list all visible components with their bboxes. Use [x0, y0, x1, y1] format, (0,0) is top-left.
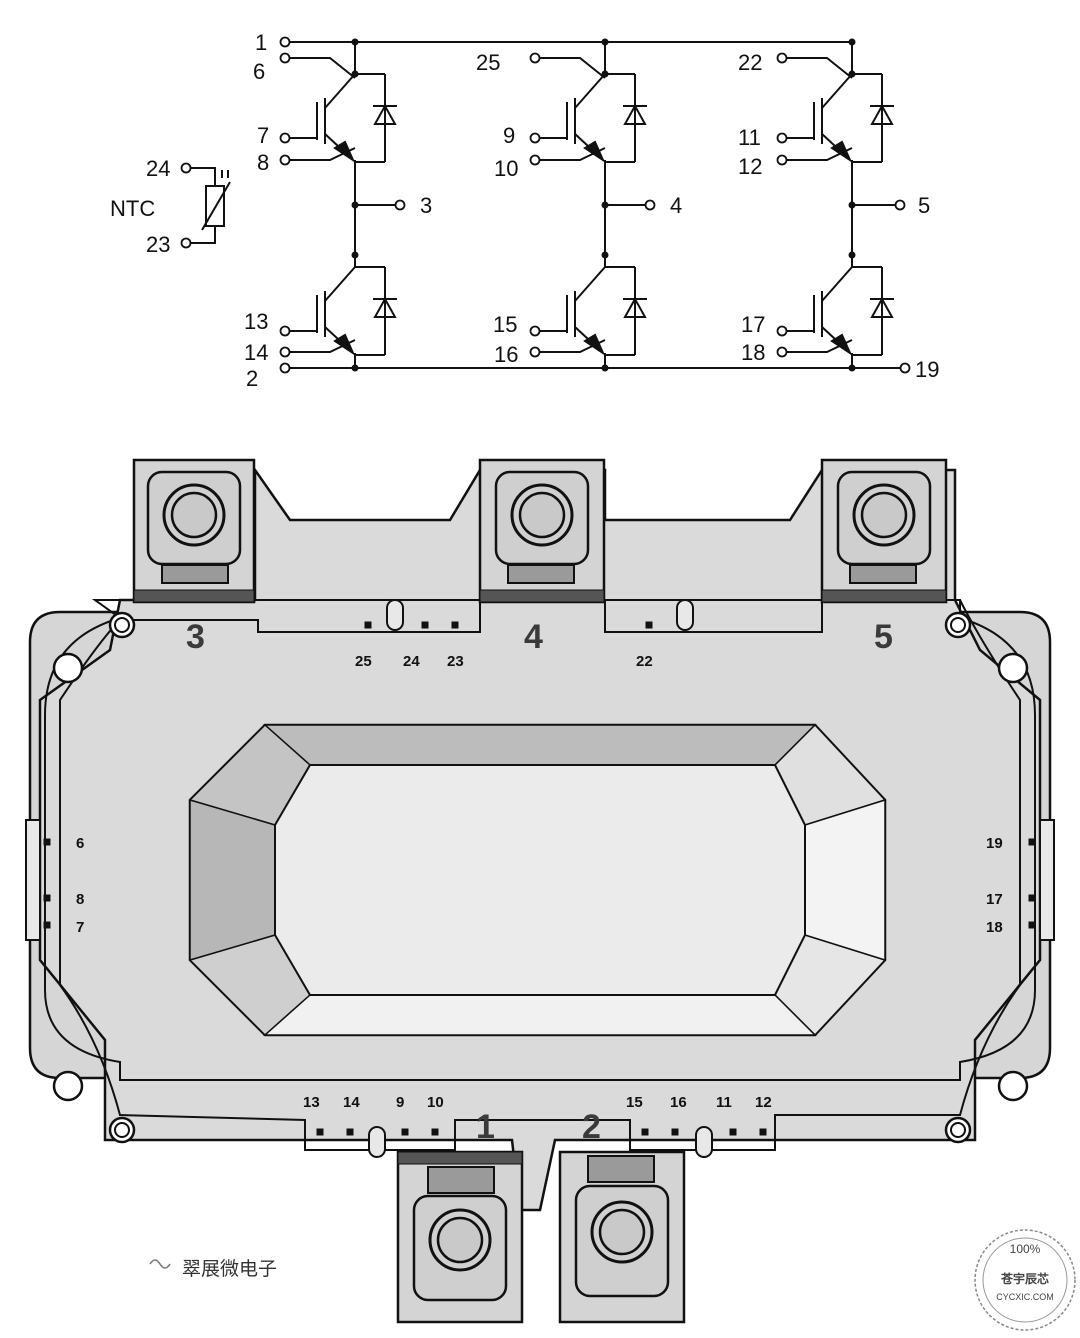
wechat-icon — [149, 1259, 171, 1269]
stamp-middle-text: 苍宇辰芯 — [1000, 1271, 1049, 1286]
pkg-pin-23: 23 — [447, 653, 464, 670]
mount-hole-top-right — [997, 652, 1029, 684]
stamp-top-text: 100% — [1010, 1242, 1041, 1256]
watermark: 翠展微电子 — [149, 1258, 277, 1280]
junction-dots — [351, 38, 856, 372]
sch-pin-17: 17 — [741, 312, 765, 337]
screw-hole-top-left — [108, 611, 136, 639]
pkg-pin-18: 18 — [986, 919, 1003, 936]
watermark-text: 翠展微电子 — [182, 1258, 277, 1280]
pkg-pin-22: 22 — [636, 653, 653, 670]
terminal-block-5 — [820, 458, 948, 604]
pkg-pin-10: 10 — [427, 1094, 444, 1111]
sch-pin-6: 6 — [253, 59, 265, 84]
schematic — [290, 41, 900, 369]
sch-pin-23: 23 — [146, 232, 170, 257]
pkg-pin-16: 16 — [670, 1094, 687, 1111]
sch-pin-9: 9 — [503, 123, 515, 148]
pkg-terminal-3-label: 3 — [186, 618, 205, 656]
igbt-high-side-3 — [813, 61, 895, 163]
screw-hole-top-right — [944, 611, 972, 639]
sch-pin-12: 12 — [738, 154, 762, 179]
mount-hole-top-left — [52, 652, 84, 684]
sch-pin-11: 11 — [738, 125, 761, 150]
mount-hole-bottom-left — [52, 1070, 84, 1102]
igbt-low-side-2 — [566, 254, 648, 356]
gate-leads — [290, 57, 853, 353]
pkg-terminal-2-label: 2 — [582, 1108, 601, 1146]
pkg-pin-14: 14 — [343, 1094, 360, 1111]
pkg-pin-11: 11 — [716, 1094, 732, 1111]
sch-pin-7: 7 — [257, 123, 269, 148]
terminal-block-2 — [558, 1150, 686, 1324]
sch-pin-18: 18 — [741, 340, 765, 365]
igbt-low-side-3 — [813, 254, 895, 356]
sch-pin-25: 25 — [476, 50, 500, 75]
terminal-circles — [180, 36, 911, 374]
pkg-terminal-4-label: 4 — [524, 618, 543, 656]
pkg-pin-24: 24 — [403, 653, 420, 670]
terminal-block-1 — [396, 1150, 524, 1324]
screw-hole-bottom-left — [108, 1116, 136, 1144]
sch-pin-16: 16 — [494, 342, 518, 367]
sch-pin-3: 3 — [420, 193, 432, 218]
left-pin-strip — [25, 819, 41, 941]
pkg-terminal-5-label: 5 — [874, 618, 893, 656]
sch-pin-8: 8 — [257, 150, 269, 175]
pkg-pin-6: 6 — [76, 835, 84, 852]
igbt-low-side-1 — [316, 254, 398, 356]
center-window — [188, 723, 887, 1037]
screw-hole-bottom-right — [944, 1116, 972, 1144]
pkg-pin-13: 13 — [303, 1094, 320, 1111]
schematic-labels: 1 6 7 8 13 14 2 3 25 9 10 15 16 4 22 11 … — [110, 30, 939, 391]
pkg-pin-17: 17 — [986, 891, 1003, 908]
sch-pin-4: 4 — [670, 193, 682, 218]
terminal-block-3 — [132, 458, 256, 604]
site-stamp: 100% 苍宇辰芯 CYCXIC.COM — [974, 1229, 1076, 1331]
sch-pin-22: 22 — [738, 50, 762, 75]
sch-pin-15: 15 — [493, 312, 517, 337]
module-package: 3 4 5 1 2 25 24 23 22 6 8 7 19 17 18 13 … — [25, 458, 1055, 1324]
sch-pin-1: 1 — [255, 30, 267, 55]
pkg-pin-19: 19 — [986, 835, 1003, 852]
stamp-bottom-text: CYCXIC.COM — [996, 1292, 1054, 1302]
ntc-label: NTC — [110, 196, 155, 221]
ntc-thermistor — [191, 167, 231, 244]
sch-pin-2: 2 — [246, 366, 258, 391]
pkg-pin-9: 9 — [396, 1094, 404, 1111]
pkg-pin-7: 7 — [76, 919, 84, 936]
sch-pin-10: 10 — [494, 156, 518, 181]
sch-pin-5: 5 — [918, 193, 930, 218]
pkg-pin-12: 12 — [755, 1094, 772, 1111]
pkg-pin-8: 8 — [76, 891, 84, 908]
sch-pin-13: 13 — [244, 309, 268, 334]
right-pin-strip — [1039, 819, 1055, 941]
igbt-high-side-1 — [316, 61, 398, 163]
sch-pin-19: 19 — [915, 357, 939, 382]
mount-hole-bottom-right — [997, 1070, 1029, 1102]
pkg-pin-25: 25 — [355, 653, 372, 670]
pkg-pin-15: 15 — [626, 1094, 643, 1111]
sch-pin-14: 14 — [244, 340, 268, 365]
terminal-block-4 — [478, 458, 606, 604]
igbt-high-side-2 — [566, 61, 648, 163]
pkg-terminal-1-label: 1 — [476, 1108, 495, 1146]
sch-pin-24: 24 — [146, 156, 170, 181]
